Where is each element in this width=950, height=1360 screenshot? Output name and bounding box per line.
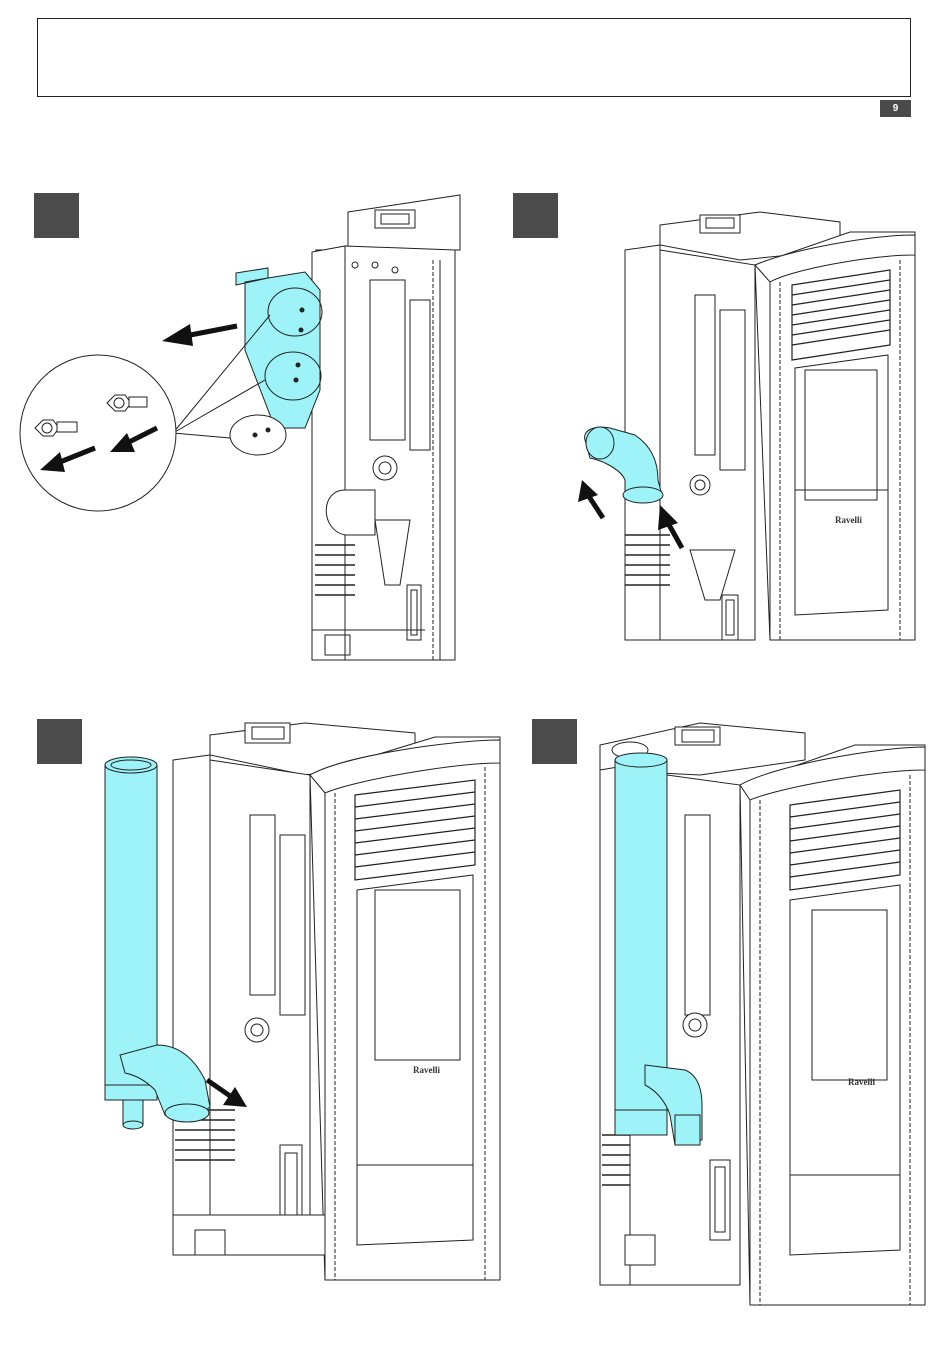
step-3-marker: [37, 719, 82, 764]
header-box: [37, 18, 911, 97]
step-4-illustration: Ravelli: [590, 705, 935, 1315]
step-2-marker: [513, 193, 558, 238]
stove-body: Ravelli: [625, 212, 915, 640]
step-3-illustration: Ravelli: [95, 695, 515, 1295]
cover-plate-highlight: [236, 268, 322, 428]
brand-label: Ravelli: [835, 515, 862, 525]
page-number-badge: 9: [880, 100, 911, 117]
step-4-marker: [532, 719, 577, 764]
stove-body: [312, 195, 460, 660]
brand-label: Ravelli: [848, 1077, 875, 1087]
brand-label: Ravelli: [413, 1065, 440, 1075]
step-1-illustration: [15, 190, 465, 670]
stove-body: Ravelli: [173, 723, 500, 1280]
step-2-illustration: Ravelli: [570, 190, 920, 645]
